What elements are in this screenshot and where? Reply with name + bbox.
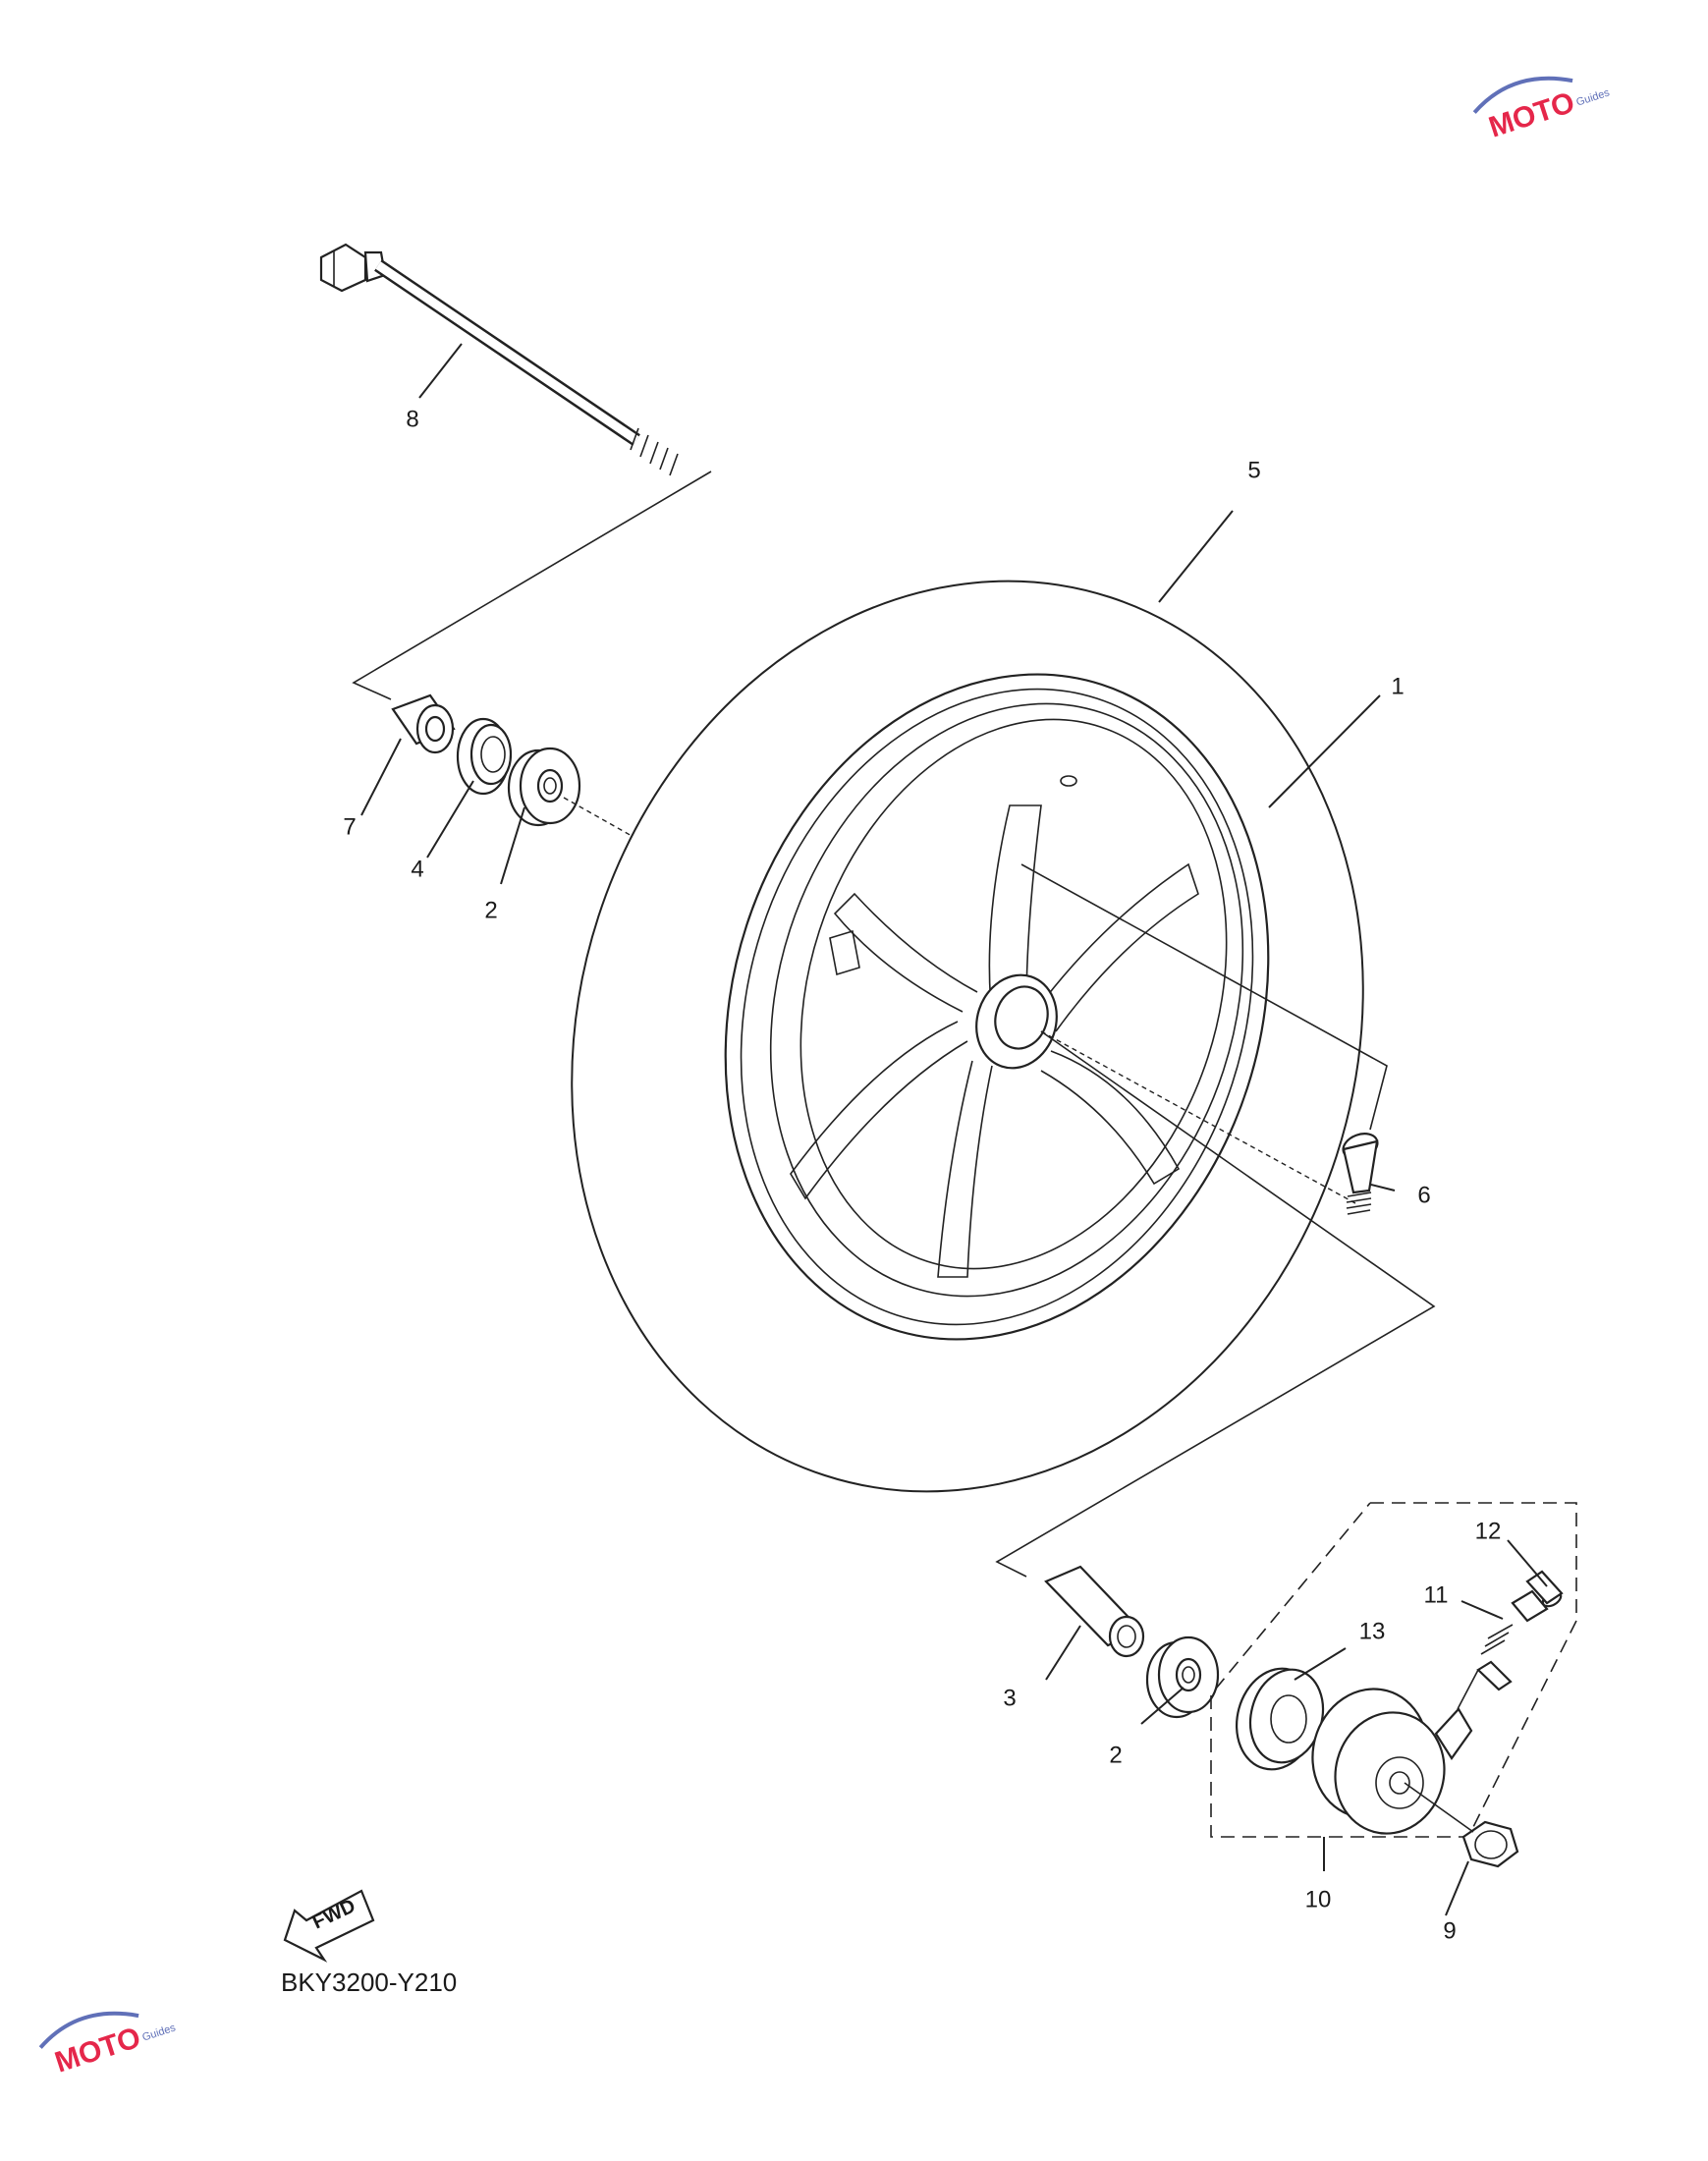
callout-11: 11 [1424, 1581, 1449, 1608]
watermark-logo-bottom: MOTO Guides [38, 2011, 178, 2079]
bearing-right [1145, 1635, 1220, 1719]
fwd-arrow-icon: FWD [283, 1889, 375, 1963]
callout-1: 1 [1391, 673, 1404, 699]
callout-2-right: 2 [1109, 1742, 1122, 1768]
callout-6: 6 [1417, 1182, 1430, 1208]
front-axle [319, 243, 679, 476]
svg-text:MOTO: MOTO [1485, 86, 1578, 144]
watermark-logo-top: MOTO Guides [1472, 76, 1612, 144]
diagram-code: BKY3200-Y210 [281, 1967, 457, 1997]
axle-guide-line [352, 471, 712, 700]
callout-labels: 1 2 2 3 4 5 6 7 8 9 10 11 12 13 [343, 406, 1501, 1944]
nut-center-line [1404, 1782, 1474, 1833]
leader-lines [360, 343, 1548, 1916]
axle-nut [1461, 1820, 1519, 1868]
callout-12: 12 [1475, 1518, 1502, 1544]
svg-text:Guides: Guides [140, 2022, 177, 2043]
right-axle-guide-line [995, 1030, 1436, 1578]
callout-3: 3 [1003, 1685, 1016, 1711]
callout-13: 13 [1359, 1618, 1386, 1644]
callout-10: 10 [1305, 1886, 1332, 1912]
callout-8: 8 [406, 406, 418, 432]
bearing-left [507, 747, 581, 827]
meter-gear-pinion [1480, 1589, 1549, 1655]
svg-text:Guides: Guides [1574, 86, 1611, 108]
collar-right [1044, 1565, 1145, 1658]
meter-gear-unit [1311, 1688, 1473, 1835]
callout-7: 7 [343, 813, 356, 840]
oil-seal-left [456, 717, 513, 796]
valve-guide-line [1020, 863, 1388, 1131]
right-center-line [1040, 1030, 1356, 1204]
collar-left [391, 693, 456, 754]
callout-9: 9 [1443, 1917, 1456, 1944]
meter-gear-bushing [1457, 1660, 1513, 1710]
svg-text:MOTO: MOTO [51, 2022, 144, 2079]
meter-gear-bushing-cap [1525, 1570, 1564, 1608]
front-wheel [724, 673, 1270, 1341]
callout-2-left: 2 [484, 897, 497, 923]
callout-5: 5 [1247, 457, 1260, 483]
tire-valve [1342, 1133, 1379, 1215]
callout-4: 4 [411, 856, 423, 882]
wheel-spokes [790, 804, 1199, 1278]
